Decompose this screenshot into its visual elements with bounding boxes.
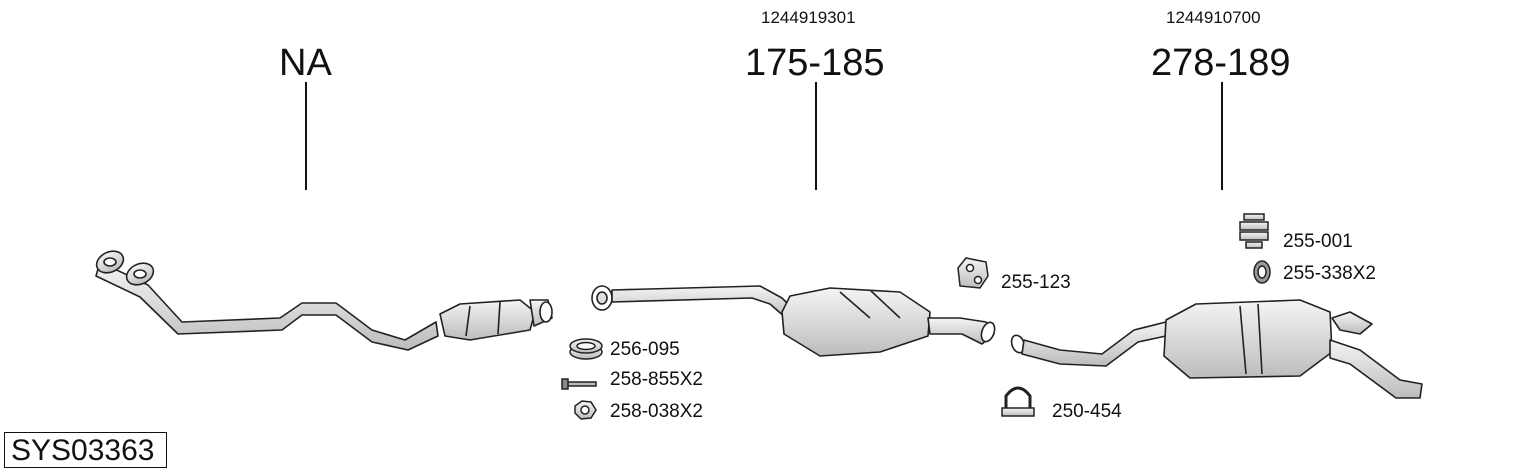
system-id: SYS03363 [11, 434, 155, 467]
accessory-label: 250-454 [1052, 401, 1122, 422]
system-id-box: SYS03363 [4, 432, 167, 468]
pipe-clamp-icon [1001, 386, 1035, 417]
section-1-leader-line [305, 82, 307, 190]
rubber-hanger-icon [957, 257, 989, 289]
center-silencer-illustration [591, 285, 996, 357]
accessory-label: 256-095 [610, 339, 680, 360]
accessory-label: 258-855X2 [610, 369, 703, 390]
rubber-mount-icon [1239, 213, 1269, 249]
rear-silencer-illustration [1010, 299, 1423, 399]
section-3-part-number: 278-189 [1151, 42, 1291, 84]
bolt-icon [561, 378, 597, 390]
rubber-ring-icon [1253, 260, 1271, 284]
gasket-ring-icon [569, 338, 603, 360]
front-pipe-with-catalyst-illustration [95, 250, 553, 351]
section-2-leader-line [815, 82, 817, 190]
flange-nut-icon [574, 400, 597, 420]
section-1-part-number: NA [279, 42, 332, 84]
section-2-oe-number: 1244919301 [761, 8, 856, 27]
section-3-leader-line [1221, 82, 1223, 190]
accessory-label: 258-038X2 [610, 401, 703, 422]
section-2-part-number: 175-185 [745, 42, 885, 84]
section-3-oe-number: 1244910700 [1166, 8, 1261, 27]
accessory-label: 255-338X2 [1283, 263, 1376, 284]
accessory-label: 255-001 [1283, 231, 1353, 252]
accessory-label: 255-123 [1001, 272, 1071, 293]
